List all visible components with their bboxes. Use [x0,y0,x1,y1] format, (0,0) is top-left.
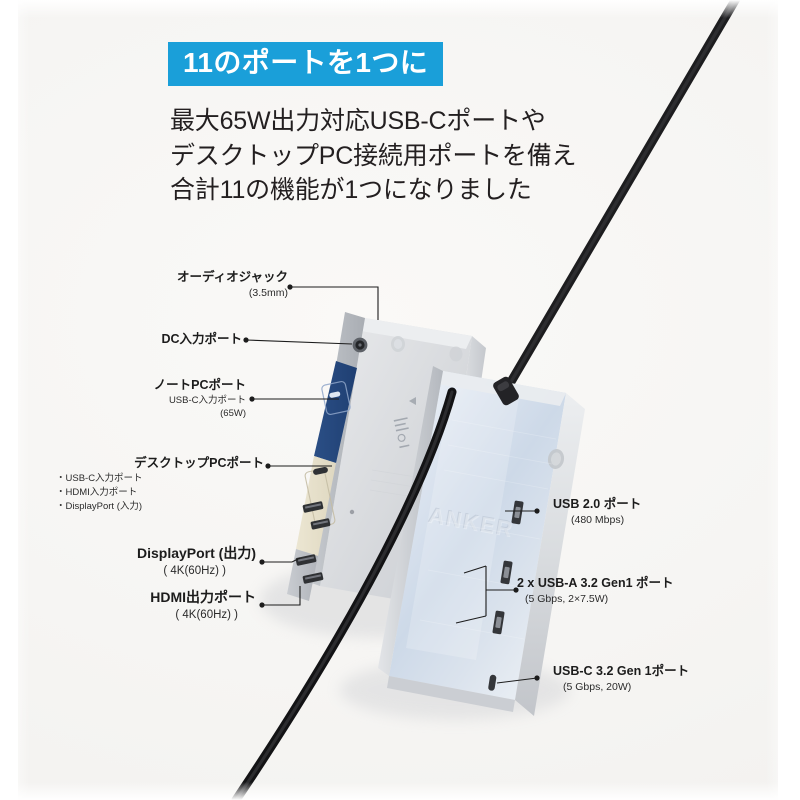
callout-laptop-port-sub: USB-C入力ポート (65W) [168,394,246,419]
callout-usb-2-title: USB 2.0 ポート [553,497,642,511]
callout-dc-in: DC入力ポート [30,332,242,348]
headline-text: 11のポートを1つに [183,47,429,78]
callout-hdmi-out-title: HDMI出力ポート [150,589,256,605]
callout-usb-2-sub: (480 Mbps) [571,513,625,526]
callout-audio-jack-sub: (3.5mm) [248,286,288,299]
callout-desktop-port-title: デスクトップPCポート [134,456,264,470]
callout-desktop-port: デスクトップPCポート ・USB-C入力ポート ・HDMI入力ポート ・Disp… [20,456,264,514]
callout-usb-a-32-sub: (5 Gbps, 2×7.5W) [525,592,609,605]
subheadline-text: 最大65W出力対応USB-Cポートや デスクトップPC接続用ポートを備え 合計1… [170,107,577,204]
callout-usb-2: USB 2.0 ポート (480 Mbps) [553,497,783,527]
callout-usb-c-32-sub: (5 Gbps, 20W) [563,680,632,693]
callout-usb-a-32-title: 2 x USB-A 3.2 Gen1 ポート [517,576,674,590]
callout-hdmi-out-sub: ( 4K(60Hz) ) [175,608,238,621]
callout-audio-jack-title: オーディオジャック [176,270,288,284]
callout-displayport-out-title: DisplayPort (出力) [136,545,256,561]
callout-displayport-out: DisplayPort (出力) ( 4K(60Hz) ) [20,545,256,579]
callout-displayport-out-sub: ( 4K(60Hz) ) [163,564,226,577]
dc-jack [352,337,368,353]
headline-badge: 11のポートを1つに [168,42,444,86]
callout-usb-c-32-title: USB-C 3.2 Gen 1ポート [553,664,690,678]
callout-usb-c-32: USB-C 3.2 Gen 1ポート (5 Gbps, 20W) [553,664,793,694]
callout-desktop-port-bullets: ・USB-C入力ポート ・HDMI入力ポート ・DisplayPort (入力) [56,472,143,512]
callout-laptop-port-title: ノートPCポート [153,378,246,392]
callout-hdmi-out: HDMI出力ポート ( 4K(60Hz) ) [20,589,256,623]
callout-audio-jack: オーディオジャック (3.5mm) [30,270,288,300]
callout-dc-in-title: DC入力ポート [161,332,242,346]
callout-laptop-port: ノートPCポート USB-C入力ポート (65W) [30,378,246,420]
callout-usb-a-32: 2 x USB-A 3.2 Gen1 ポート (5 Gbps, 2×7.5W) [517,576,787,606]
